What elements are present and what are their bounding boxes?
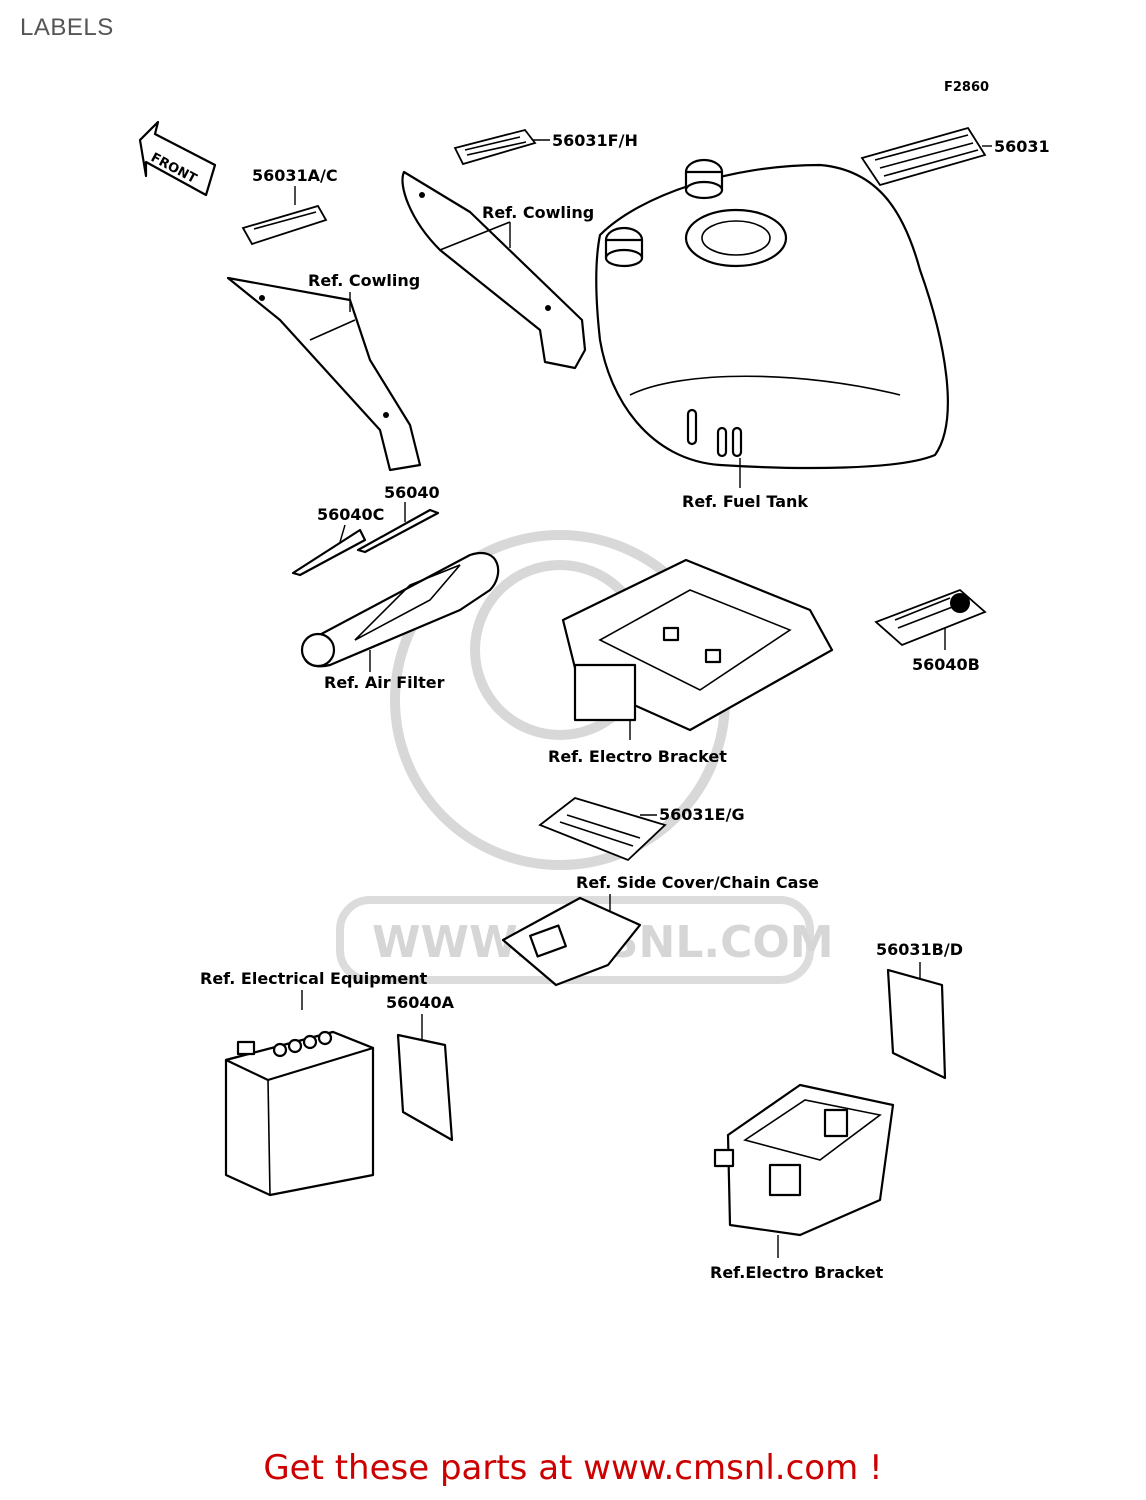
label-56031bd: 56031B/D [876, 940, 963, 1080]
cowling-left: Ref. Cowling [226, 271, 422, 472]
callout-ref-cowling-right: Ref. Cowling [482, 203, 594, 222]
figure-code: F2860 [944, 80, 989, 95]
side-cover: Ref. Side Cover/Chain Case [501, 873, 819, 987]
callout-ref-air-filter: Ref. Air Filter [324, 673, 445, 692]
labels-56040: 56040 56040C [291, 483, 440, 577]
label-56031fh: 56031F/H [453, 128, 638, 166]
callout-56031fh: 56031F/H [552, 131, 638, 150]
callout-ref-fuel-tank: Ref. Fuel Tank [682, 492, 808, 511]
callout-56040c: 56040C [317, 505, 384, 524]
page-title: LABELS [20, 14, 114, 41]
callout-ref-electro-bracket-bottom: Ref.Electro Bracket [710, 1263, 884, 1282]
label-56031ac: 56031A/C [241, 166, 338, 246]
callout-ref-electro-bracket-mid: Ref. Electro Bracket [548, 747, 727, 766]
label-56040a: 56040A [386, 993, 455, 1142]
callout-56040: 56040 [384, 483, 440, 502]
fuel-tank: Ref. Fuel Tank [595, 158, 949, 511]
callout-56031: 56031 [994, 137, 1050, 156]
callout-56031eg: 56031E/G [659, 805, 745, 824]
electro-bracket-mid: Ref. Electro Bracket [548, 558, 834, 766]
promo-footer-text[interactable]: Get these parts at www.cmsnl.com ! [263, 1448, 883, 1488]
promo-footer[interactable]: Get these parts at www.cmsnl.com ! [0, 1448, 1146, 1488]
label-56040b: 56040B [874, 588, 987, 674]
battery: Ref. Electrical Equipment [200, 969, 428, 1197]
callout-56040a: 56040A [386, 993, 455, 1012]
electro-bracket-bottom: Ref.Electro Bracket [710, 1083, 895, 1282]
cowling-right: Ref. Cowling [401, 170, 594, 370]
callout-56031ac: 56031A/C [252, 166, 338, 185]
callout-ref-electrical-equipment: Ref. Electrical Equipment [200, 969, 428, 988]
callout-ref-side-cover: Ref. Side Cover/Chain Case [576, 873, 819, 892]
label-56031eg: 56031E/G [538, 797, 745, 862]
front-arrow-icon: FRONT [138, 120, 217, 197]
callout-56031bd: 56031B/D [876, 940, 963, 959]
air-filter: Ref. Air Filter [300, 552, 500, 692]
label-56031: 56031 [860, 126, 1050, 187]
parts-diagram: WWW.CMSNL.COM F2860 FRONT 56031F/H 56031… [138, 80, 1050, 1282]
callout-ref-cowling-left: Ref. Cowling [308, 271, 420, 290]
callout-56040b: 56040B [912, 655, 980, 674]
